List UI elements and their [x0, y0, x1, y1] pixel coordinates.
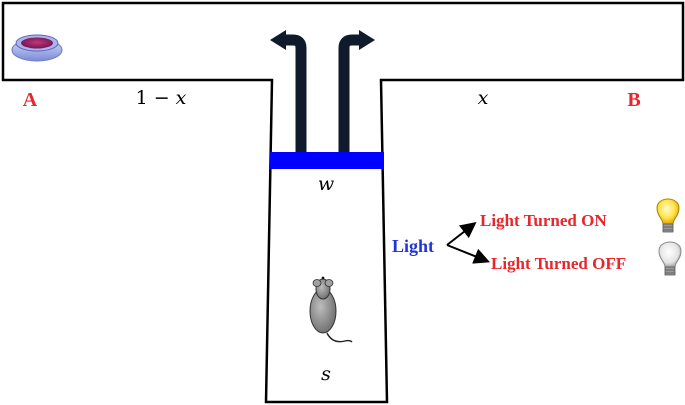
light-on-label: Light Turned ON	[480, 211, 607, 230]
right-exit-arrow	[338, 34, 362, 152]
end-label-b: B	[627, 89, 640, 111]
exit-arrows	[270, 30, 375, 152]
left-arrowhead	[270, 30, 286, 50]
light-label: Light	[392, 236, 434, 256]
start-label: s	[321, 363, 331, 385]
right-arrowhead	[359, 30, 375, 50]
gate-w-bar	[270, 152, 384, 169]
mouse-icon	[309, 276, 353, 343]
left-prob-number: 1	[136, 87, 148, 109]
light-branch-arrows	[446, 222, 490, 264]
end-label-a: A	[23, 89, 38, 111]
lightbulb-off-icon	[658, 241, 682, 276]
left-exit-arrow	[283, 34, 307, 152]
lightbulb-on-icon	[656, 198, 680, 233]
left-prob-variable: x	[176, 87, 187, 109]
left-prob-minus: −	[154, 87, 170, 109]
light-off-label: Light Turned OFF	[491, 254, 626, 273]
left-arm-probability: 1−x	[136, 87, 187, 109]
food-bowl-icon	[11, 34, 63, 62]
gate-label: w	[318, 173, 334, 195]
right-arm-probability: x	[478, 87, 489, 109]
